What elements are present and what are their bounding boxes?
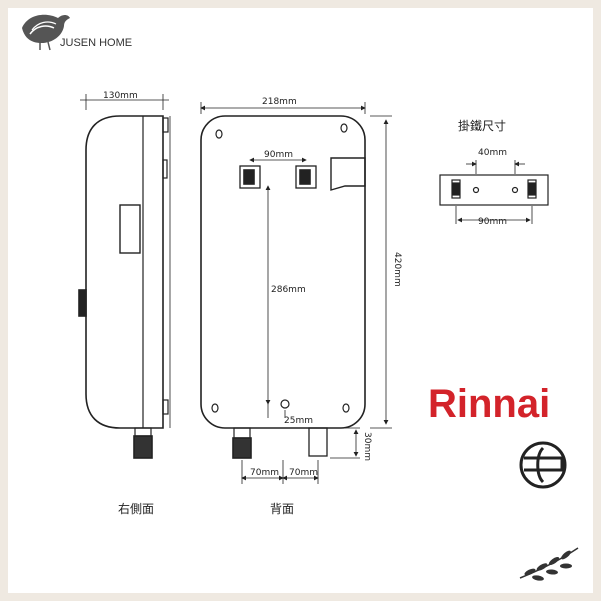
certification-mark-icon <box>519 441 567 489</box>
pipe-spacing-label: 90mm <box>264 150 293 160</box>
side-width-label: 130mm <box>103 91 138 101</box>
bird-leaf-logo-icon <box>22 14 70 51</box>
back-dimension-lines <box>200 102 392 484</box>
brand-name: Rinnai <box>428 382 550 426</box>
side-view <box>78 115 169 459</box>
bottom-left-label: 70mm <box>250 468 279 478</box>
bottom-right-label: 70mm <box>289 468 318 478</box>
back-width-label: 218mm <box>262 97 297 107</box>
olive-branch-icon <box>519 547 579 581</box>
logo-text: JUSEN HOME <box>60 37 132 49</box>
back-height-label: 420mm <box>392 252 402 287</box>
bracket-hole-spacing-label: 40mm <box>478 148 507 158</box>
pipe-depth-label: 30mm <box>362 432 372 461</box>
content-panel <box>8 8 593 593</box>
bracket-title: 掛鐵尺寸 <box>458 118 506 133</box>
side-width-dimension <box>80 94 171 428</box>
back-view-caption: 背面 <box>270 502 294 516</box>
bracket-width-label: 90mm <box>478 217 507 227</box>
bracket-dimensions <box>455 160 533 224</box>
back-view <box>200 115 366 459</box>
bracket-drawing <box>439 174 549 206</box>
side-view-caption: 右側面 <box>118 501 154 516</box>
vertical-dimension-label: 286mm <box>271 285 306 295</box>
bottom-offset-label: 25mm <box>284 416 313 426</box>
